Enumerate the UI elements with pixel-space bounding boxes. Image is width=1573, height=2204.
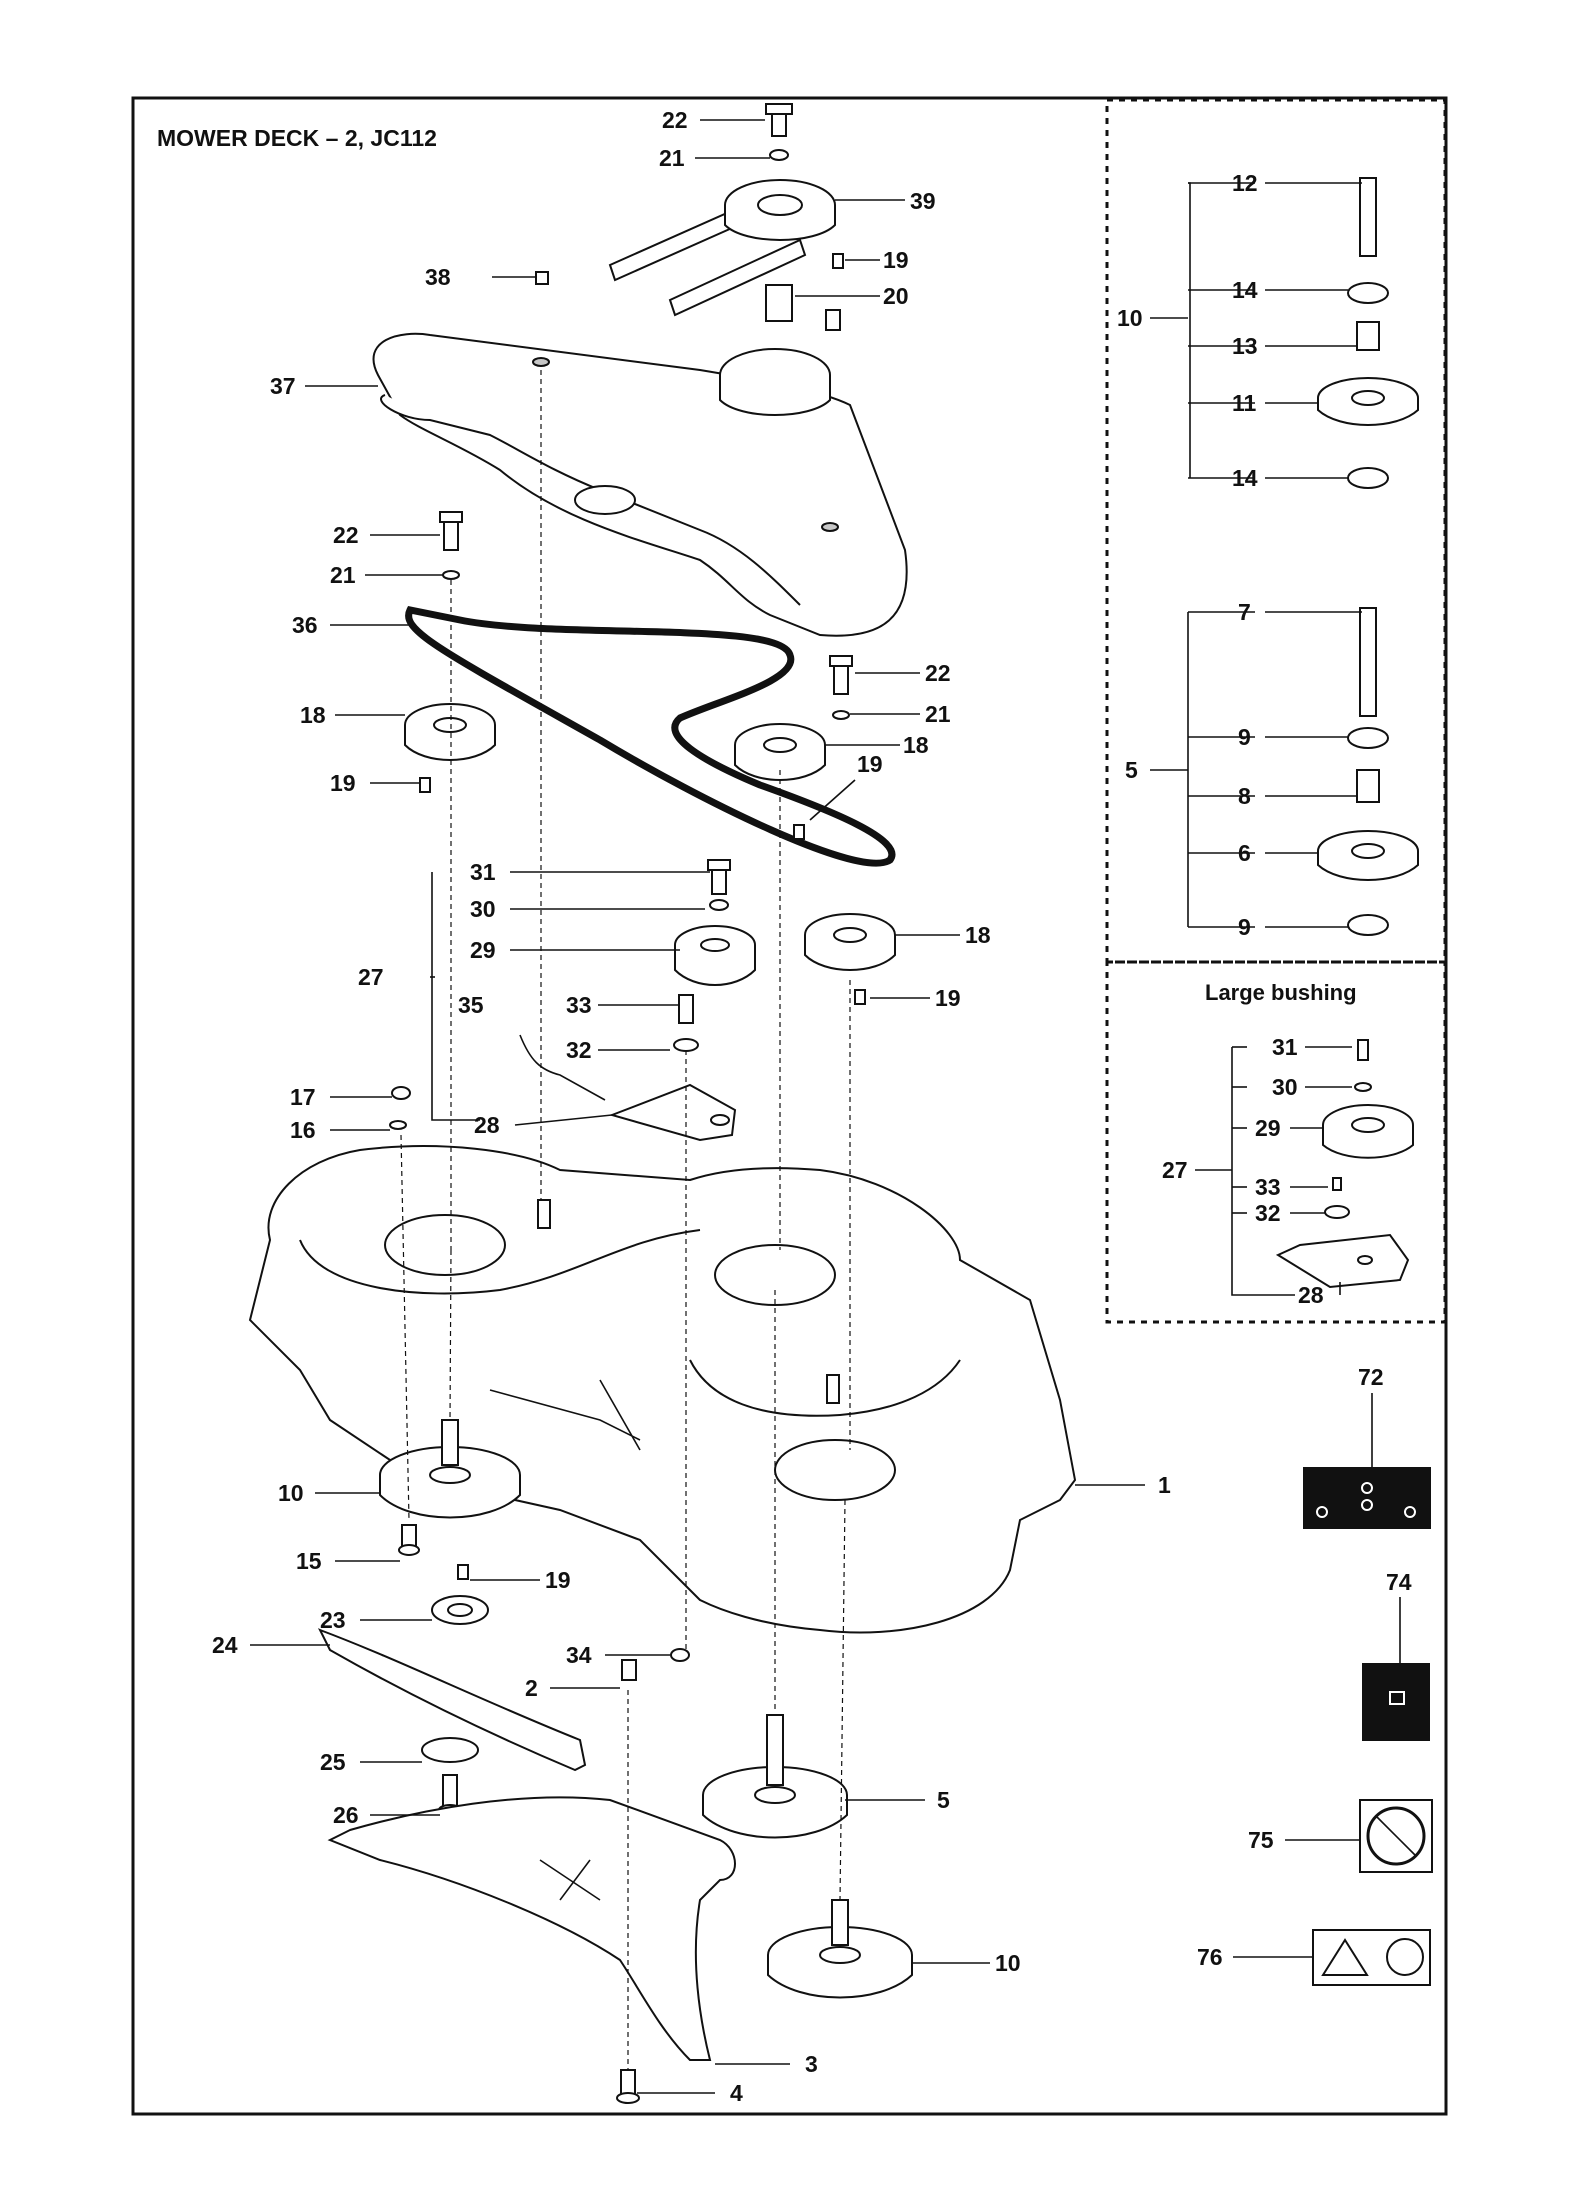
decal-74 — [1362, 1663, 1430, 1741]
callout-31: 31 — [470, 859, 496, 885]
callout-labels: 22 21 39 38 19 20 37 22 21 36 22 18 21 1… — [212, 107, 1412, 2106]
callout-12: 12 — [1232, 170, 1258, 196]
callout-9: 9 — [1238, 914, 1251, 940]
decal-76 — [1312, 1929, 1431, 1986]
leader-lines — [250, 119, 1401, 2094]
callout-19: 19 — [883, 247, 909, 273]
callout-76: 76 — [1197, 1944, 1223, 1970]
callout-36: 36 — [292, 612, 318, 638]
callout-29: 29 — [470, 937, 496, 963]
callout-33: 33 — [1255, 1174, 1281, 1200]
callout-39: 39 — [910, 188, 936, 214]
callout-16: 16 — [290, 1117, 316, 1143]
callout-28: 28 — [1298, 1282, 1324, 1308]
callout-30: 30 — [1272, 1074, 1298, 1100]
diagram-title: MOWER DECK – 2, JC112 — [157, 125, 437, 151]
callout-4: 4 — [730, 2080, 743, 2106]
top-pulley — [535, 103, 844, 331]
callout-22: 22 — [333, 522, 359, 548]
callout-72: 72 — [1358, 1364, 1384, 1390]
callout-19: 19 — [330, 770, 356, 796]
callout-28: 28 — [474, 1112, 500, 1138]
callout-24: 24 — [212, 1632, 238, 1658]
inset-large-bushing-box — [1105, 960, 1447, 1324]
alignment-lines — [400, 370, 851, 2070]
callout-20: 20 — [883, 283, 909, 309]
callout-19: 19 — [857, 751, 883, 777]
callout-21: 21 — [925, 701, 951, 727]
callout-38: 38 — [425, 264, 451, 290]
idler-arm — [389, 1034, 737, 1142]
callout-29: 29 — [1255, 1115, 1281, 1141]
callout-32: 32 — [566, 1037, 592, 1063]
inset-large-bushing — [1275, 1039, 1414, 1289]
callout-32: 32 — [1255, 1200, 1281, 1226]
callout-8: 8 — [1238, 783, 1251, 809]
callout-25: 25 — [320, 1749, 346, 1775]
callout-5: 5 — [937, 1787, 950, 1813]
callout-19: 19 — [545, 1567, 571, 1593]
callout-18: 18 — [965, 922, 991, 948]
callout-17: 17 — [290, 1084, 316, 1110]
callout-2: 2 — [525, 1675, 538, 1701]
callout-11: 11 — [1232, 390, 1257, 416]
callout-1: 1 — [1158, 1472, 1171, 1498]
callout-3: 3 — [805, 2051, 818, 2077]
callout-27: 27 — [1162, 1157, 1188, 1183]
callout-14: 14 — [1232, 465, 1258, 491]
callout-6: 6 — [1238, 840, 1251, 866]
center-right-spindles — [621, 1648, 913, 1999]
callout-21: 21 — [330, 562, 356, 588]
inset-spindle-upper — [1317, 177, 1419, 489]
callout-37: 37 — [270, 373, 296, 399]
callout-31: 31 — [1272, 1034, 1298, 1060]
callout-18: 18 — [903, 732, 929, 758]
callout-14: 14 — [1232, 277, 1258, 303]
callout-23: 23 — [320, 1607, 346, 1633]
inset-spindle-box — [1105, 98, 1447, 964]
callout-7: 7 — [1238, 599, 1251, 625]
callout-22: 22 — [925, 660, 951, 686]
left-spindle-assembly — [317, 1419, 587, 1816]
callout-21: 21 — [659, 145, 685, 171]
deck-baffle — [327, 1796, 736, 2104]
callout-35: 35 — [458, 992, 484, 1018]
callout-30: 30 — [470, 896, 496, 922]
callout-27: 27 — [358, 964, 384, 990]
inset-caption: Large bushing — [1205, 980, 1357, 1005]
callout-34: 34 — [566, 1642, 592, 1668]
callout-10: 10 — [278, 1480, 304, 1506]
callout-75: 75 — [1248, 1827, 1274, 1853]
callout-19: 19 — [935, 985, 961, 1011]
inset-spindle-lower — [1317, 607, 1419, 936]
callout-18: 18 — [300, 702, 326, 728]
decal-72 — [1303, 1467, 1431, 1529]
idler-pulleys — [404, 511, 896, 1052]
drive-belt — [405, 606, 896, 867]
decals — [1303, 1467, 1433, 1986]
callout-13: 13 — [1232, 333, 1258, 359]
callout-74: 74 — [1386, 1569, 1412, 1595]
pulley-cover — [372, 332, 908, 637]
callout-5: 5 — [1125, 757, 1138, 783]
callout-22: 22 — [662, 107, 688, 133]
callout-9: 9 — [1238, 724, 1251, 750]
callout-26: 26 — [333, 1802, 359, 1828]
callout-15: 15 — [296, 1548, 322, 1574]
callout-10: 10 — [995, 1950, 1021, 1976]
mower-deck-housing — [248, 1145, 1077, 1634]
callout-33: 33 — [566, 992, 592, 1018]
callout-10: 10 — [1117, 305, 1143, 331]
